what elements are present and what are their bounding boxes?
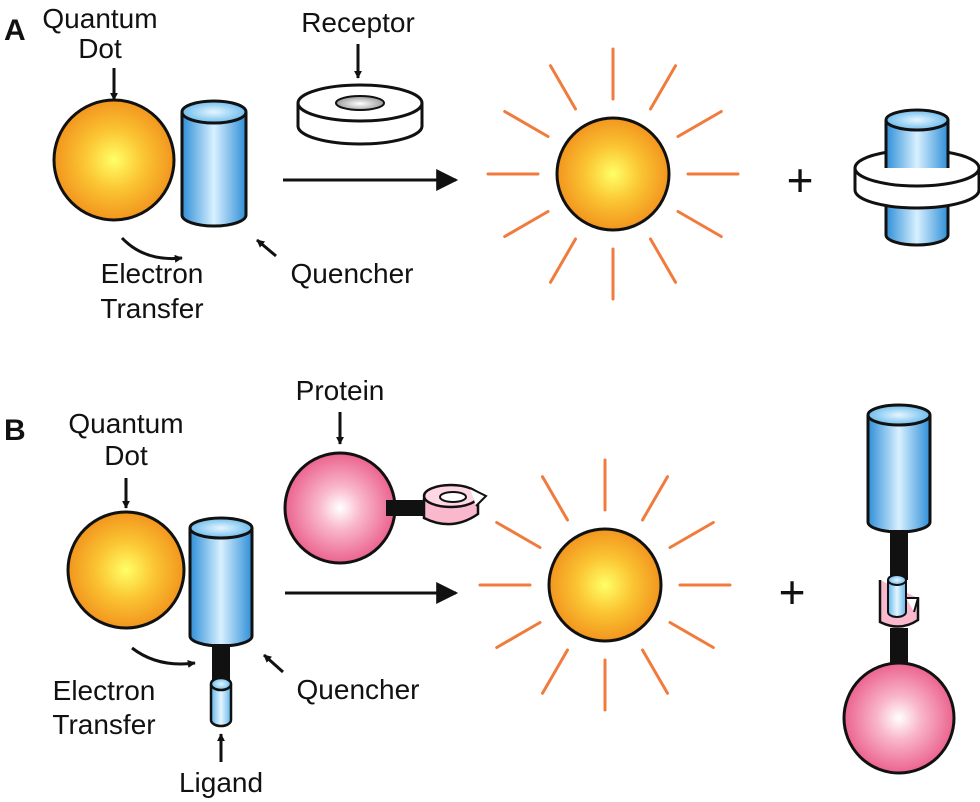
panel-b-electron-transfer-arrow (131, 646, 196, 668)
panel-b: B Quantum Dot Ligand Electron Transfer Q… (4, 375, 956, 798)
panel-b-ligand-linker (212, 644, 230, 686)
panel-b-binding-pocket (422, 483, 488, 526)
panel-a-receptor-quencher-complex (853, 108, 980, 247)
panel-a-emission-rays (486, 47, 740, 301)
panel-a-quencher (180, 99, 248, 228)
panel-a-emission-ray (549, 64, 577, 111)
panel-b-protein-linker (386, 500, 426, 516)
panel-b-protein-label: Protein (296, 375, 385, 406)
panel-a-letter: A (4, 14, 26, 47)
panel-b-emission-rays (478, 458, 732, 712)
panel-b-plus-sign: + (779, 566, 806, 618)
panel-b-emitting-quantum-dot (547, 527, 663, 643)
panel-a-emission-ray (649, 64, 677, 111)
panel-a-emission-ray (676, 110, 723, 138)
panel-a-quantum-dot (52, 98, 176, 222)
panel-b-quencher-pointer-arrow (262, 653, 285, 674)
panel-b-quencher (188, 516, 254, 648)
panel-b-emission-ray (541, 475, 569, 522)
panel-a-quencher-label: Quencher (291, 258, 414, 289)
panel-a-receptor (296, 83, 424, 146)
panel-a-emission-ray (503, 110, 550, 138)
panel-b-protein-quencher-complex (842, 403, 956, 775)
panel-a-receptor-label: Receptor (301, 7, 415, 38)
panel-a-emitting-quantum-dot (555, 116, 671, 232)
panel-a-quantum-dot-label-line2: Dot (78, 33, 122, 64)
panel-b-emission-ray (668, 621, 715, 649)
panel-a-electron-label-line2: Transfer (100, 293, 203, 324)
panel-b-electron-label-line1: Electron (53, 675, 156, 706)
panel-b-electron-label-line2: Transfer (52, 709, 155, 740)
panel-a: A Quantum Dot Electron Transfer Quencher… (4, 3, 980, 324)
panel-a-electron-label-line1: Electron (101, 258, 204, 289)
panel-b-letter: B (4, 414, 26, 447)
panel-b-emission-ray (541, 648, 569, 695)
panel-a-emission-ray (649, 237, 677, 284)
panel-a-quencher-pointer-arrow (256, 238, 277, 258)
panel-b-ligand (209, 676, 233, 728)
panel-b-quantum-dot (66, 510, 186, 630)
panel-b-emission-ray (495, 621, 542, 649)
panel-b-quencher-label: Quencher (297, 674, 420, 705)
panel-b-emission-ray (641, 475, 669, 522)
panel-a-emission-ray (503, 210, 550, 238)
panel-b-quantum-dot-label-line2: Dot (104, 440, 148, 471)
panel-b-ligand-label: Ligand (179, 767, 263, 798)
panel-b-emission-ray (668, 521, 715, 549)
panel-a-plus-sign: + (787, 154, 814, 206)
panel-a-emission-ray (549, 237, 577, 284)
panel-a-quantum-dot-label-line1: Quantum (42, 3, 157, 34)
panel-b-quantum-dot-label-line1: Quantum (68, 408, 183, 439)
panel-b-emission-ray (495, 521, 542, 549)
panel-a-electron-transfer-arrow (120, 236, 183, 263)
panel-b-emission-ray (641, 648, 669, 695)
panel-a-emission-ray (676, 210, 723, 238)
panel-b-protein (283, 451, 397, 565)
